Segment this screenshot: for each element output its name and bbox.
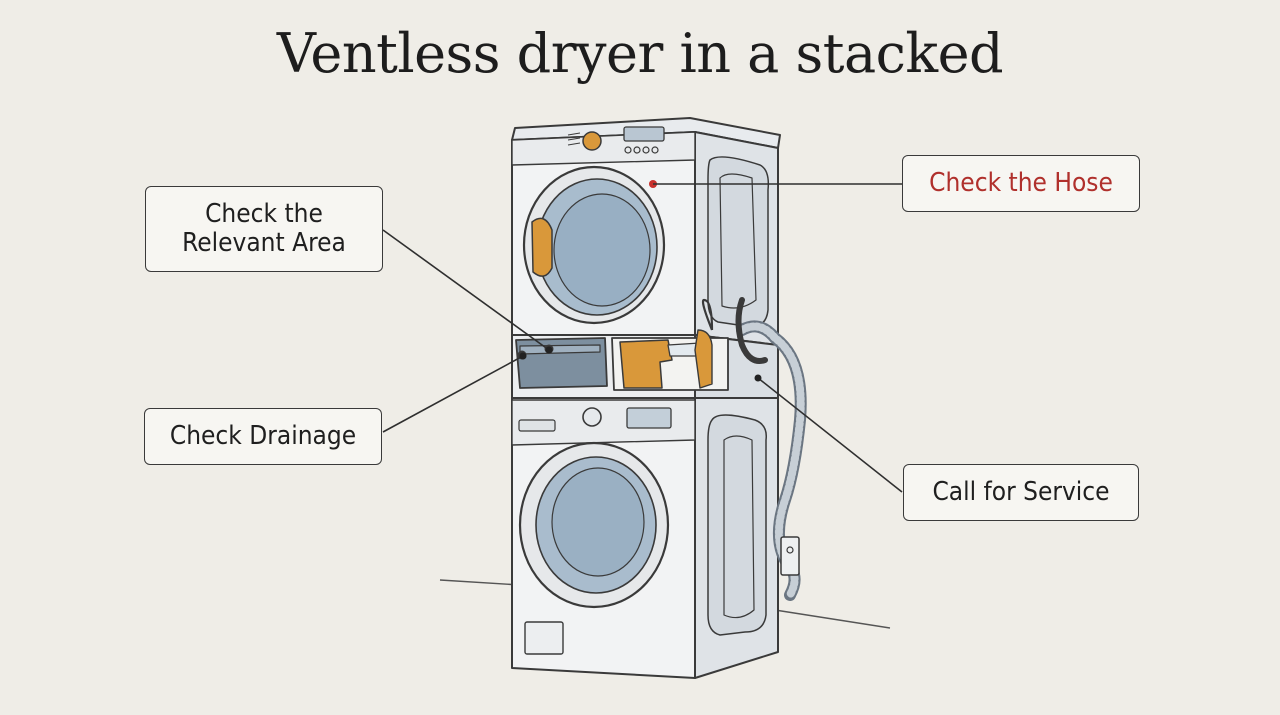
wall-outlet (780, 536, 800, 576)
callout-relevant-area-label: Check the Relevant Area (182, 198, 346, 258)
dryer-display (623, 126, 665, 142)
washer-knob (582, 407, 602, 427)
dryer-unit (511, 117, 781, 346)
drawer-section (511, 298, 779, 399)
filter-element (619, 339, 673, 389)
leader-drainage (382, 355, 524, 433)
callout-service: Call for Service (903, 464, 1139, 521)
washer-filter-hatch (524, 621, 564, 655)
leader-service (757, 377, 903, 493)
diagram-title: Ventless dryer in a stacked (276, 22, 1004, 85)
callout-hose-label: Check the Hose (929, 167, 1113, 198)
callout-relevant-area: Check the Relevant Area (145, 186, 383, 272)
leader-relevant-area (382, 229, 550, 351)
leader-dot-relevant (545, 346, 553, 354)
callout-service-label: Call for Service (932, 476, 1110, 507)
floor-line (439, 579, 891, 629)
door-hinge (531, 217, 553, 277)
washer-display (626, 407, 672, 429)
callout-drainage-label: Check Drainage (169, 420, 357, 451)
dryer-knob (582, 131, 602, 151)
callout-hose: Check the Hose (902, 155, 1140, 212)
washer-unit (511, 397, 779, 679)
leader-dot-service (754, 374, 762, 382)
callout-drainage: Check Drainage (144, 408, 382, 465)
leader-dot-drainage (519, 352, 527, 360)
